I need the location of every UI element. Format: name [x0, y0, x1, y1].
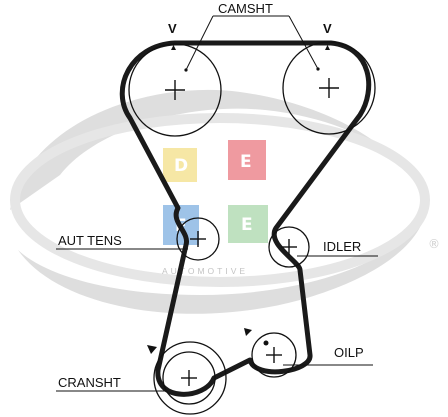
timing-mark-triangle-left: [171, 45, 176, 50]
watermark-tile-red: [228, 140, 266, 180]
tensioner-pulley: [176, 217, 220, 261]
label-crankshaft: CRANSHT: [58, 375, 121, 390]
label-oil-pump: OILP: [334, 345, 364, 360]
idler-pulley: [268, 226, 310, 268]
oil-pump-timing-triangle: [244, 328, 252, 336]
timing-mark-left: V: [168, 21, 177, 36]
timing-belt: [119, 40, 372, 397]
label-camshaft: CAMSHT: [218, 1, 273, 16]
label-idler: IDLER: [323, 239, 361, 254]
watermark-swoosh: [10, 89, 425, 210]
camshaft-leader-left: [185, 15, 214, 71]
timing-mark-triangle-right: [325, 45, 330, 50]
oil-pump-pulley: [244, 328, 297, 378]
label-tensioner: AUT TENS: [58, 233, 122, 248]
camshaft-pulley-right: [282, 41, 376, 135]
watermark-swoosh-lower: [18, 215, 425, 314]
watermark-tile-e2: E: [241, 215, 253, 235]
watermark-tile-green: [228, 205, 268, 243]
timing-mark-right: V: [323, 21, 332, 36]
watermark-tile-e1: E: [240, 152, 252, 172]
camshaft-leader-right: [288, 15, 319, 70]
camshaft-pulley-left: [128, 43, 222, 137]
watermark-registered: ®: [428, 237, 440, 251]
watermark-tile-d: D: [174, 156, 188, 176]
crankshaft-timing-triangle: [147, 345, 157, 354]
watermark-oval: [10, 113, 430, 287]
watermark-sub-text: AUTOMOTIVE: [162, 266, 248, 276]
crankshaft-pulley: [147, 341, 227, 415]
watermark-tile-yellow: [163, 148, 197, 182]
gates-watermark: D E F E AUTOMOTIVE ®: [10, 89, 440, 314]
